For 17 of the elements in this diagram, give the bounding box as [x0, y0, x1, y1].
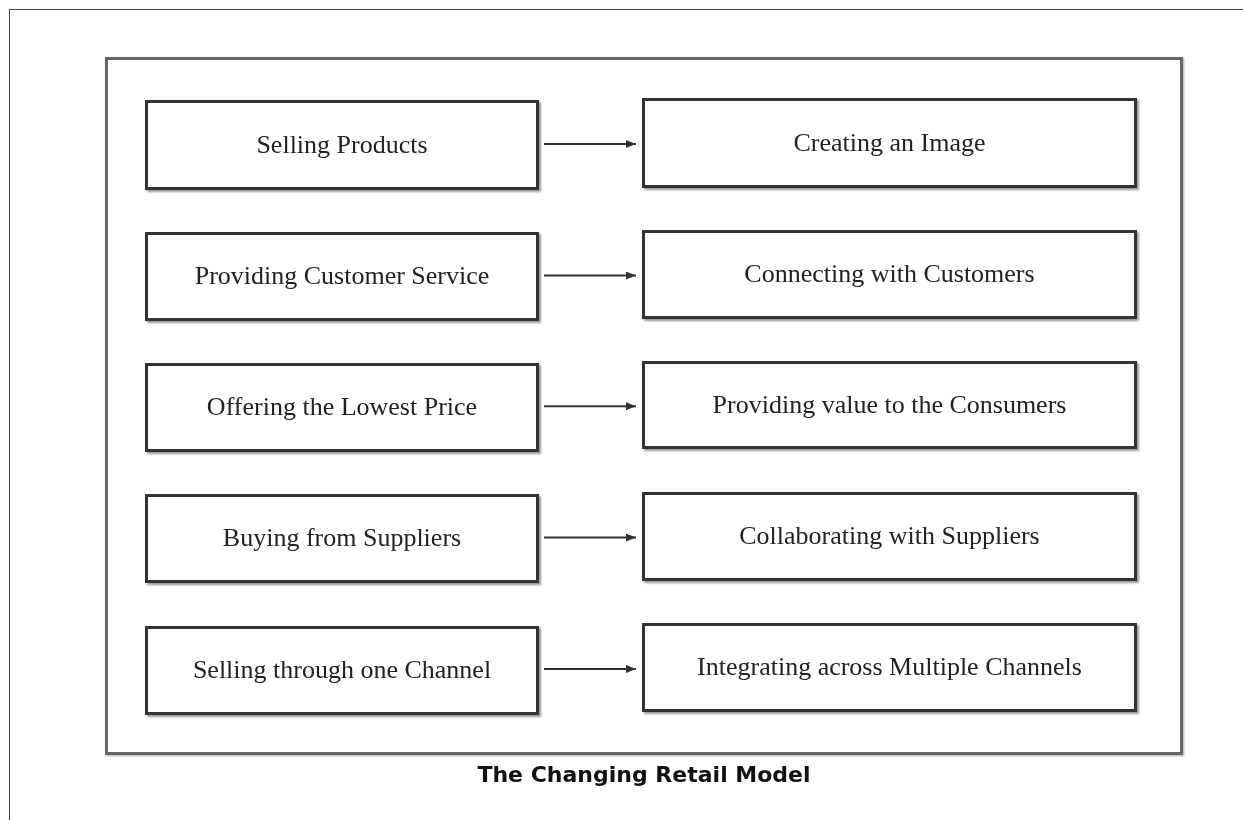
process-box: Integrating across Multiple Channels	[642, 623, 1137, 712]
process-box: Selling Products	[145, 100, 539, 190]
arrow	[543, 140, 637, 148]
diagram-frame	[105, 57, 1183, 755]
arrow	[543, 402, 637, 411]
process-box: Selling through one Channel	[145, 626, 539, 715]
process-box: Buying from Suppliers	[145, 494, 539, 583]
arrow	[543, 533, 637, 542]
process-box: Creating an Image	[642, 98, 1137, 188]
process-box: Connecting with Customers	[642, 230, 1137, 319]
arrow	[543, 665, 637, 673]
process-box: Providing Customer Service	[145, 232, 539, 321]
process-box: Offering the Lowest Price	[145, 363, 539, 452]
arrow	[543, 271, 637, 280]
process-box: Providing value to the Consumers	[642, 361, 1137, 449]
diagram-caption: The Changing Retail Model	[476, 762, 812, 787]
process-box: Collaborating with Suppliers	[642, 492, 1137, 581]
